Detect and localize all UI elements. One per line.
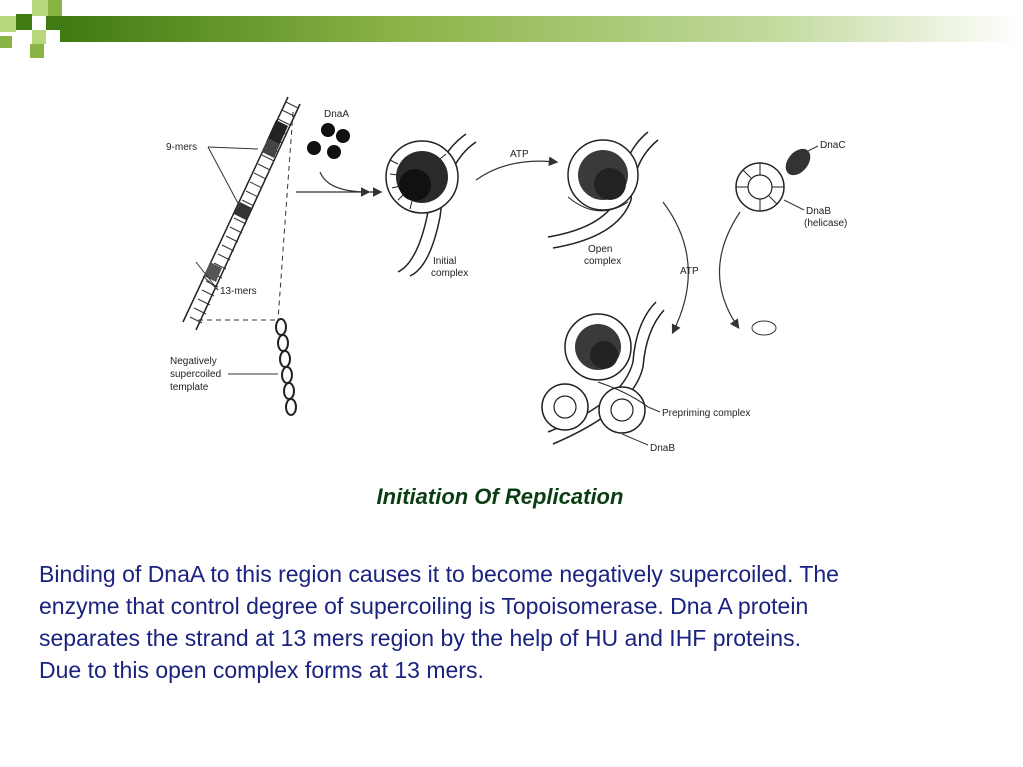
label-atp-right: ATP [680,266,699,277]
header-square-3 [0,16,16,32]
header-square-9 [0,36,12,48]
replication-diagram: 9-mers 13-mers Negatively supercoiled te… [128,62,860,482]
open-complex [547,131,659,249]
initial-complex [385,133,477,277]
label-dnab-helicase-2: (helicase) [804,218,847,229]
label-initial-complex: complex [431,268,468,279]
dna-duplex [182,96,301,331]
label-template: template [170,382,209,393]
label-dnab-helicase: DnaB [806,206,831,217]
label-dnac: DnaC [820,140,846,151]
diagram-caption: Initiation Of Replication [376,484,624,509]
header-square-7 [46,16,60,30]
prepriming-complex [541,301,665,445]
released-dnac [751,320,777,336]
header-square-1 [0,0,16,16]
label-open-complex: complex [584,256,621,267]
dnab-helicase [735,162,785,212]
slide-body-text: Binding of DnaA to this region causes it… [39,558,1023,686]
supercoiled-template [275,318,297,416]
header-square-8 [30,44,44,58]
label-atp-top: ATP [510,149,529,160]
arrow-to-prepriming [662,201,689,335]
label-9-mers: 9-mers [166,142,197,153]
arrow-atp-top [475,156,559,181]
label-initial: Initial [433,256,456,267]
label-prepriming: Prepriming complex [662,408,750,419]
header-square-2 [16,14,32,30]
header-decoration [0,0,1023,58]
body-line: enzyme that control degree of supercoili… [39,593,809,619]
label-dnab-bottom: DnaB [650,443,675,454]
label-supercoiled: supercoiled [170,369,221,380]
label-dnaa: DnaA [324,109,349,120]
dnac-protein [785,148,811,176]
header-square-5 [48,0,62,16]
arrow-dnaa-binding [319,171,371,197]
arrow-dnac-release [718,211,741,329]
header-square-4 [32,0,48,16]
label-open: Open [588,244,612,255]
header-square-6 [32,30,46,44]
body-line: Binding of DnaA to this region causes it… [39,561,839,587]
label-13-mers: 13-mers [220,286,257,297]
dashed-guide-vertical [277,111,294,321]
body-line: separates the strand at 13 mers region b… [39,625,801,651]
dnaa-proteins [307,123,350,159]
label-negatively: Negatively [170,356,217,367]
body-line: Due to this open complex forms at 13 mer… [39,657,484,683]
header-gradient-band [60,16,1023,42]
